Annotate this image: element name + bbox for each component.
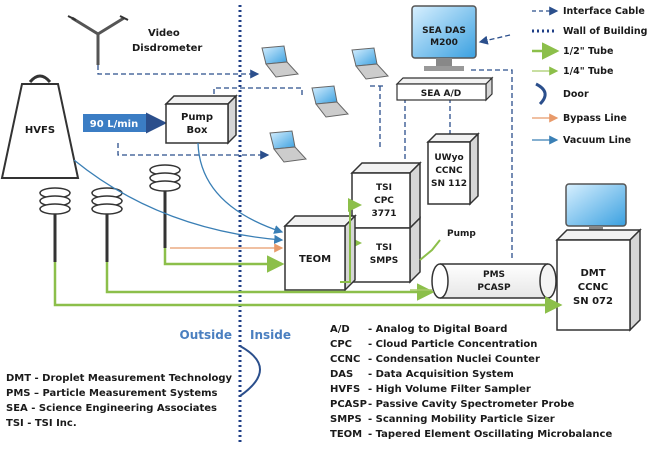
hvfs-icon (0, 74, 80, 179)
abbreviation-desc: - Tapered Element Oscillating Microbalan… (368, 429, 612, 440)
legend-label: Bypass Line (563, 113, 627, 124)
dmt-monitor-icon (565, 183, 627, 232)
legend-label: Vacuum Line (563, 135, 631, 146)
legend: Interface Cable Wall of Building 1/2" Tu… (532, 6, 647, 146)
flow-rate-label: 90 L/min (90, 119, 138, 130)
sample-tubes (53, 142, 563, 314)
abbreviation-desc: - Condensation Nuclei Counter (368, 354, 540, 365)
tsi-smps-box (351, 216, 421, 284)
inlet-icon (91, 187, 123, 262)
uwyo-ccnc-box (426, 132, 480, 206)
laptop-icon (311, 85, 350, 118)
laptop-icon (351, 47, 390, 80)
sea-ad-label: SEA A/D (421, 89, 461, 99)
abbreviation-item: DMT - Droplet Measurement Technology (6, 373, 233, 384)
abbreviation-key: SMPS (330, 414, 362, 425)
abbreviation-key: DAS (330, 369, 353, 380)
pump-line (419, 239, 441, 261)
abbreviation-item: SEA - Science Engineering Associates (6, 403, 217, 414)
door-arc-icon (535, 82, 547, 106)
abbreviations-right: A/D - Analog to Digital Board CPC - Clou… (330, 324, 612, 440)
legend-label: Interface Cable (563, 6, 645, 17)
abbreviation-item: TSI - TSI Inc. (6, 418, 77, 429)
inside-label: Inside (250, 328, 291, 342)
flow-rate-box (83, 114, 146, 132)
door-arc-icon (239, 345, 261, 397)
abbreviation-key: TEOM (330, 429, 362, 440)
abbreviation-desc: - Data Acquisition System (368, 369, 514, 380)
abbreviation-desc: - Passive Cavity Spectrometer Probe (368, 399, 574, 410)
hvfs-label: HVFS (25, 125, 55, 136)
legend-label: 1/4" Tube (563, 66, 613, 77)
sea-das-monitor-icon (411, 5, 477, 71)
abbreviation-item: PMS – Particle Measurement Systems (6, 388, 218, 399)
laptop-icon (261, 45, 300, 78)
abbreviation-desc: - Scanning Mobility Particle Sizer (368, 414, 555, 425)
inlet-icon (149, 164, 181, 248)
abbreviation-key: CCNC (330, 354, 360, 365)
pump-box (164, 94, 238, 145)
sea-ad-box (395, 76, 494, 102)
teom-box (283, 214, 357, 292)
teom-label: TEOM (299, 254, 331, 265)
pump-label: Pump (447, 229, 476, 239)
legend-label: Wall of Building (563, 26, 647, 37)
dmt-ccnc-box (555, 228, 642, 332)
abbreviation-desc: - Cloud Particle Concentration (368, 339, 537, 350)
inlet-icon (39, 187, 71, 262)
abbreviation-key: CPC (330, 339, 352, 350)
abbreviation-key: HVFS (330, 384, 360, 395)
pms-pcasp-cylinder (431, 263, 557, 299)
legend-label: Door (563, 89, 589, 100)
abbreviation-desc: - Analog to Digital Board (368, 324, 507, 335)
abbreviations-left: DMT - Droplet Measurement Technology PMS… (6, 373, 233, 429)
laptop-icon (269, 130, 308, 163)
legend-label: 1/2" Tube (563, 46, 613, 57)
abbreviation-desc: - High Volume Filter Sampler (368, 384, 531, 395)
abbreviation-key: PCASP (330, 399, 367, 410)
video-disdrometer-icon (67, 15, 129, 65)
abbreviation-key: A/D (330, 324, 350, 335)
outside-label: Outside (180, 328, 232, 342)
